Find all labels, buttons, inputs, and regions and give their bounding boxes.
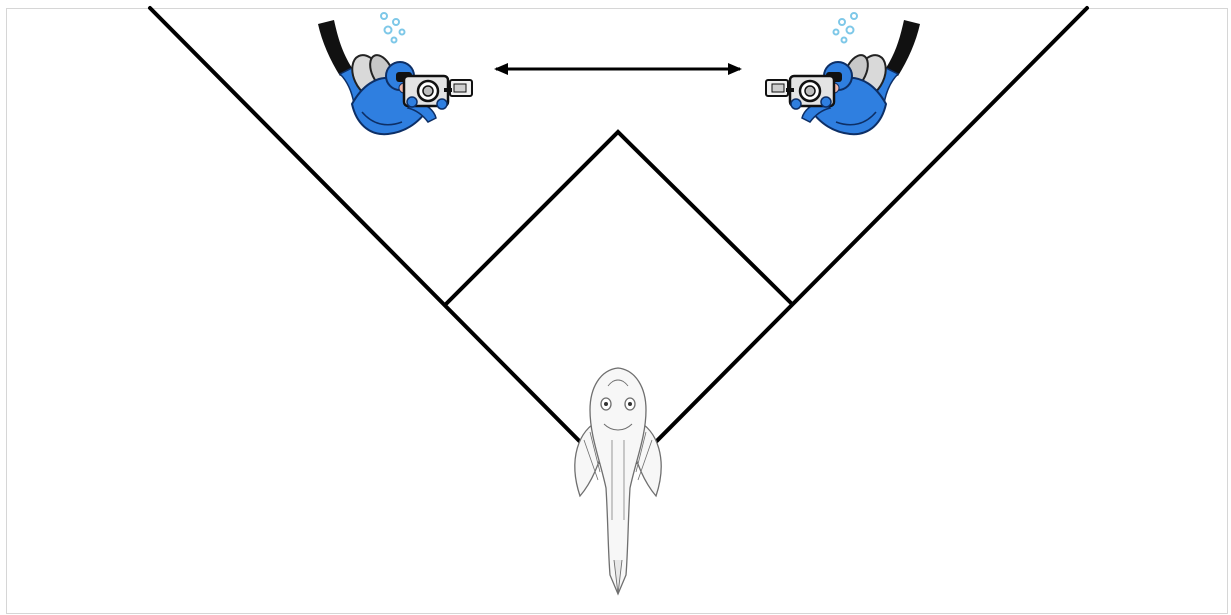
fov-right-outer-line [616,6,1089,482]
diver-photographer-right [764,11,922,136]
fish [574,367,662,596]
overlap-square [444,129,794,306]
diver-photographer-left [316,11,474,136]
fov-left-outer-line [148,6,620,482]
